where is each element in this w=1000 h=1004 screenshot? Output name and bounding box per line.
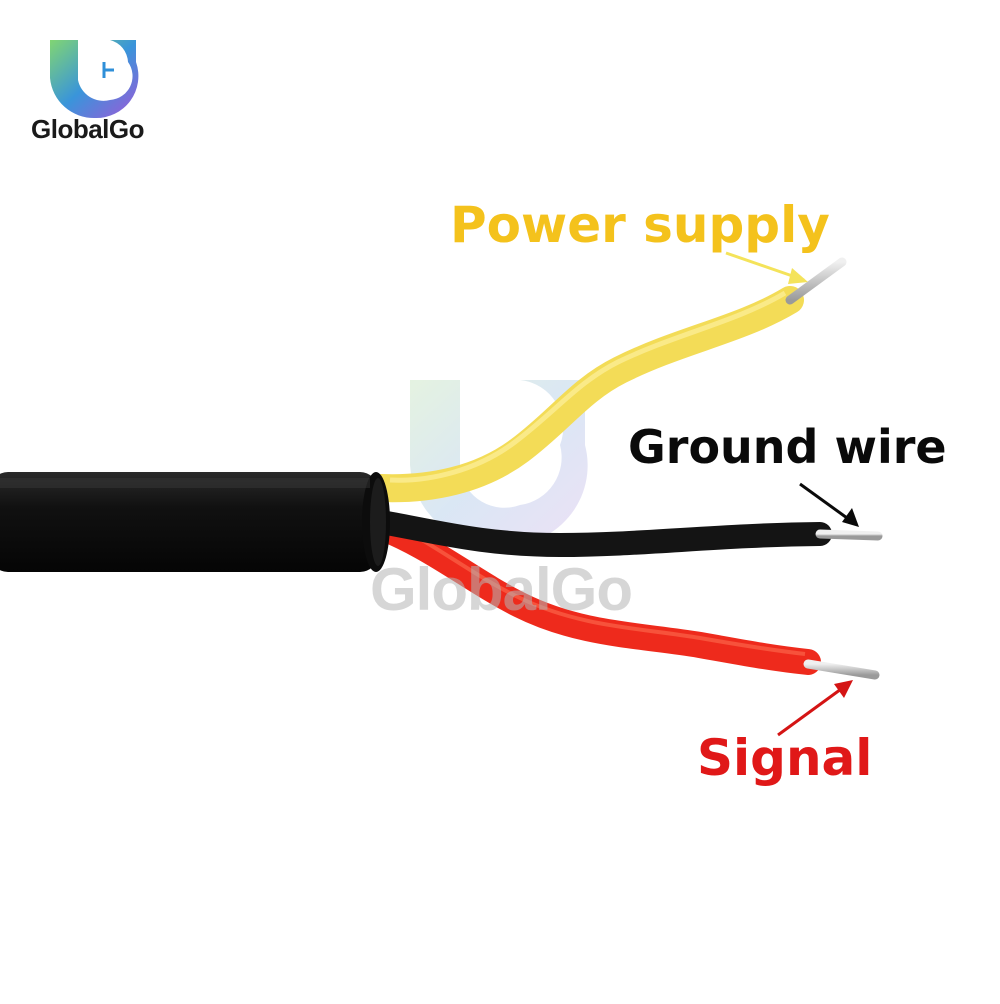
- cable-jacket: [0, 472, 390, 572]
- power-supply-label: Power supply: [450, 196, 830, 254]
- signal-arrow: [777, 680, 853, 737]
- globalgo-logo-icon: [50, 40, 139, 119]
- watermark-logo-icon: [410, 380, 588, 546]
- signal-label: Signal: [697, 729, 873, 787]
- signal-wire: [362, 512, 821, 675]
- watermark-text: GlobalGo: [370, 556, 633, 623]
- power-supply-wire: [366, 286, 804, 503]
- power-arrow: [725, 251, 808, 284]
- ground-wire-label: Ground wire: [628, 420, 947, 474]
- signal-conductor: [803, 659, 880, 680]
- ground-conductor: [815, 529, 883, 541]
- power-conductor: [785, 257, 847, 305]
- brand-name: GlobalGo: [31, 114, 145, 144]
- ground-wire: [358, 508, 832, 558]
- ground-arrow: [799, 482, 859, 527]
